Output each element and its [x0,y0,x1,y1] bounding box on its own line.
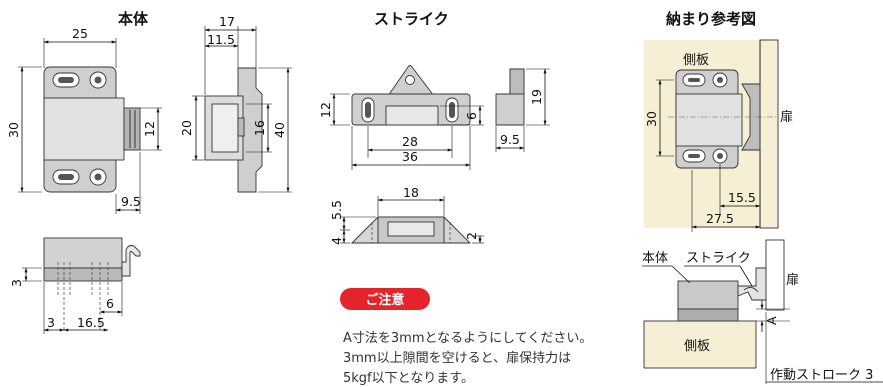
note-line-1: A寸法を3mmとなるようにしてください。 [343,331,592,346]
dim-strike-bottom-4: 4 [329,237,344,245]
install-door-label: 扉 [780,109,793,125]
dim-body-width: 25 [72,26,88,41]
heading-strike: ストライク [374,10,449,28]
strike-side-view: 19 9.5 [495,68,550,152]
dim-side-body: 11.5 [207,32,235,47]
note-line-2: 3mm以上隙間を空けると、扉保持力は [343,350,571,366]
install-side-panel-2 [643,320,757,369]
note-block: ご注意 A寸法を3mmとなるようにしてください。 3mm以上隙間を空けると、扉保… [340,288,592,386]
dim-side-total: 17 [219,14,235,29]
dim-strike-side-w: 9.5 [500,132,520,147]
install-side-panel-label: 側板 [683,53,709,68]
dim-side-h1: 20 [179,120,194,136]
install-bottom-view: 扉 側板 本体 ストライク A 作動ストローク 3 [642,239,883,384]
body-roller [123,107,141,151]
dim-bottom-16-5: 16.5 [77,315,105,330]
note-badge-text: ご注意 [365,292,404,308]
install-top-view: 側板 扉 30 15.5 27.5 [644,39,793,232]
dim-bottom-3: 3 [47,315,55,330]
dim-bottom-6: 6 [106,296,114,311]
note-line-3: 5kgf以下となります。 [343,371,474,386]
body-bottom-block [43,237,123,269]
install-stroke-label: 作動ストローク 3 [770,368,873,383]
dim-side-h2: 16 [252,120,267,136]
dim-body-roller: 12 [142,121,157,137]
install-door-label-2: 扉 [786,272,799,288]
dim-strike-bottom-18: 18 [403,185,419,200]
install-dim-27-5: 27.5 [706,211,734,226]
dim-strike-slot: 6 [464,112,479,120]
dim-bottom-h: 3 [9,279,24,287]
heading-install: 納まり参考図 [666,10,756,28]
body-side-view: 17 11.5 20 16 40 [179,14,292,193]
install-dim-15-5: 15.5 [728,190,756,205]
dim-strike-height: 12 [318,102,333,118]
body-front-view: 25 30 12 9.5 [6,26,162,214]
strike-front-view: 12 28 36 6 [318,65,484,170]
heading-body: 本体 [118,10,149,28]
install-dim-30: 30 [644,111,659,127]
dim-strike-side-h: 19 [529,89,544,105]
dim-strike-bottom-2: 2 [464,232,479,240]
dim-side-h3: 40 [272,122,287,138]
install-body-label: 本体 [642,251,668,266]
dim-strike-bottom-5-5: 5.5 [329,200,344,220]
install-side-panel-label-2: 側板 [684,339,710,354]
dim-body-overhang: 9.5 [121,194,141,209]
dim-strike-inner: 28 [402,134,418,149]
install-strike-label: ストライク [686,251,751,266]
strike-bottom-view: 18 5.5 4 2 [329,185,484,245]
note-badge [340,288,430,310]
dim-body-height: 30 [6,122,21,138]
body-bottom-view: 3 6 3 16.5 [9,237,141,334]
install-a-label: A [764,316,779,325]
dim-strike-outer: 36 [402,149,418,164]
